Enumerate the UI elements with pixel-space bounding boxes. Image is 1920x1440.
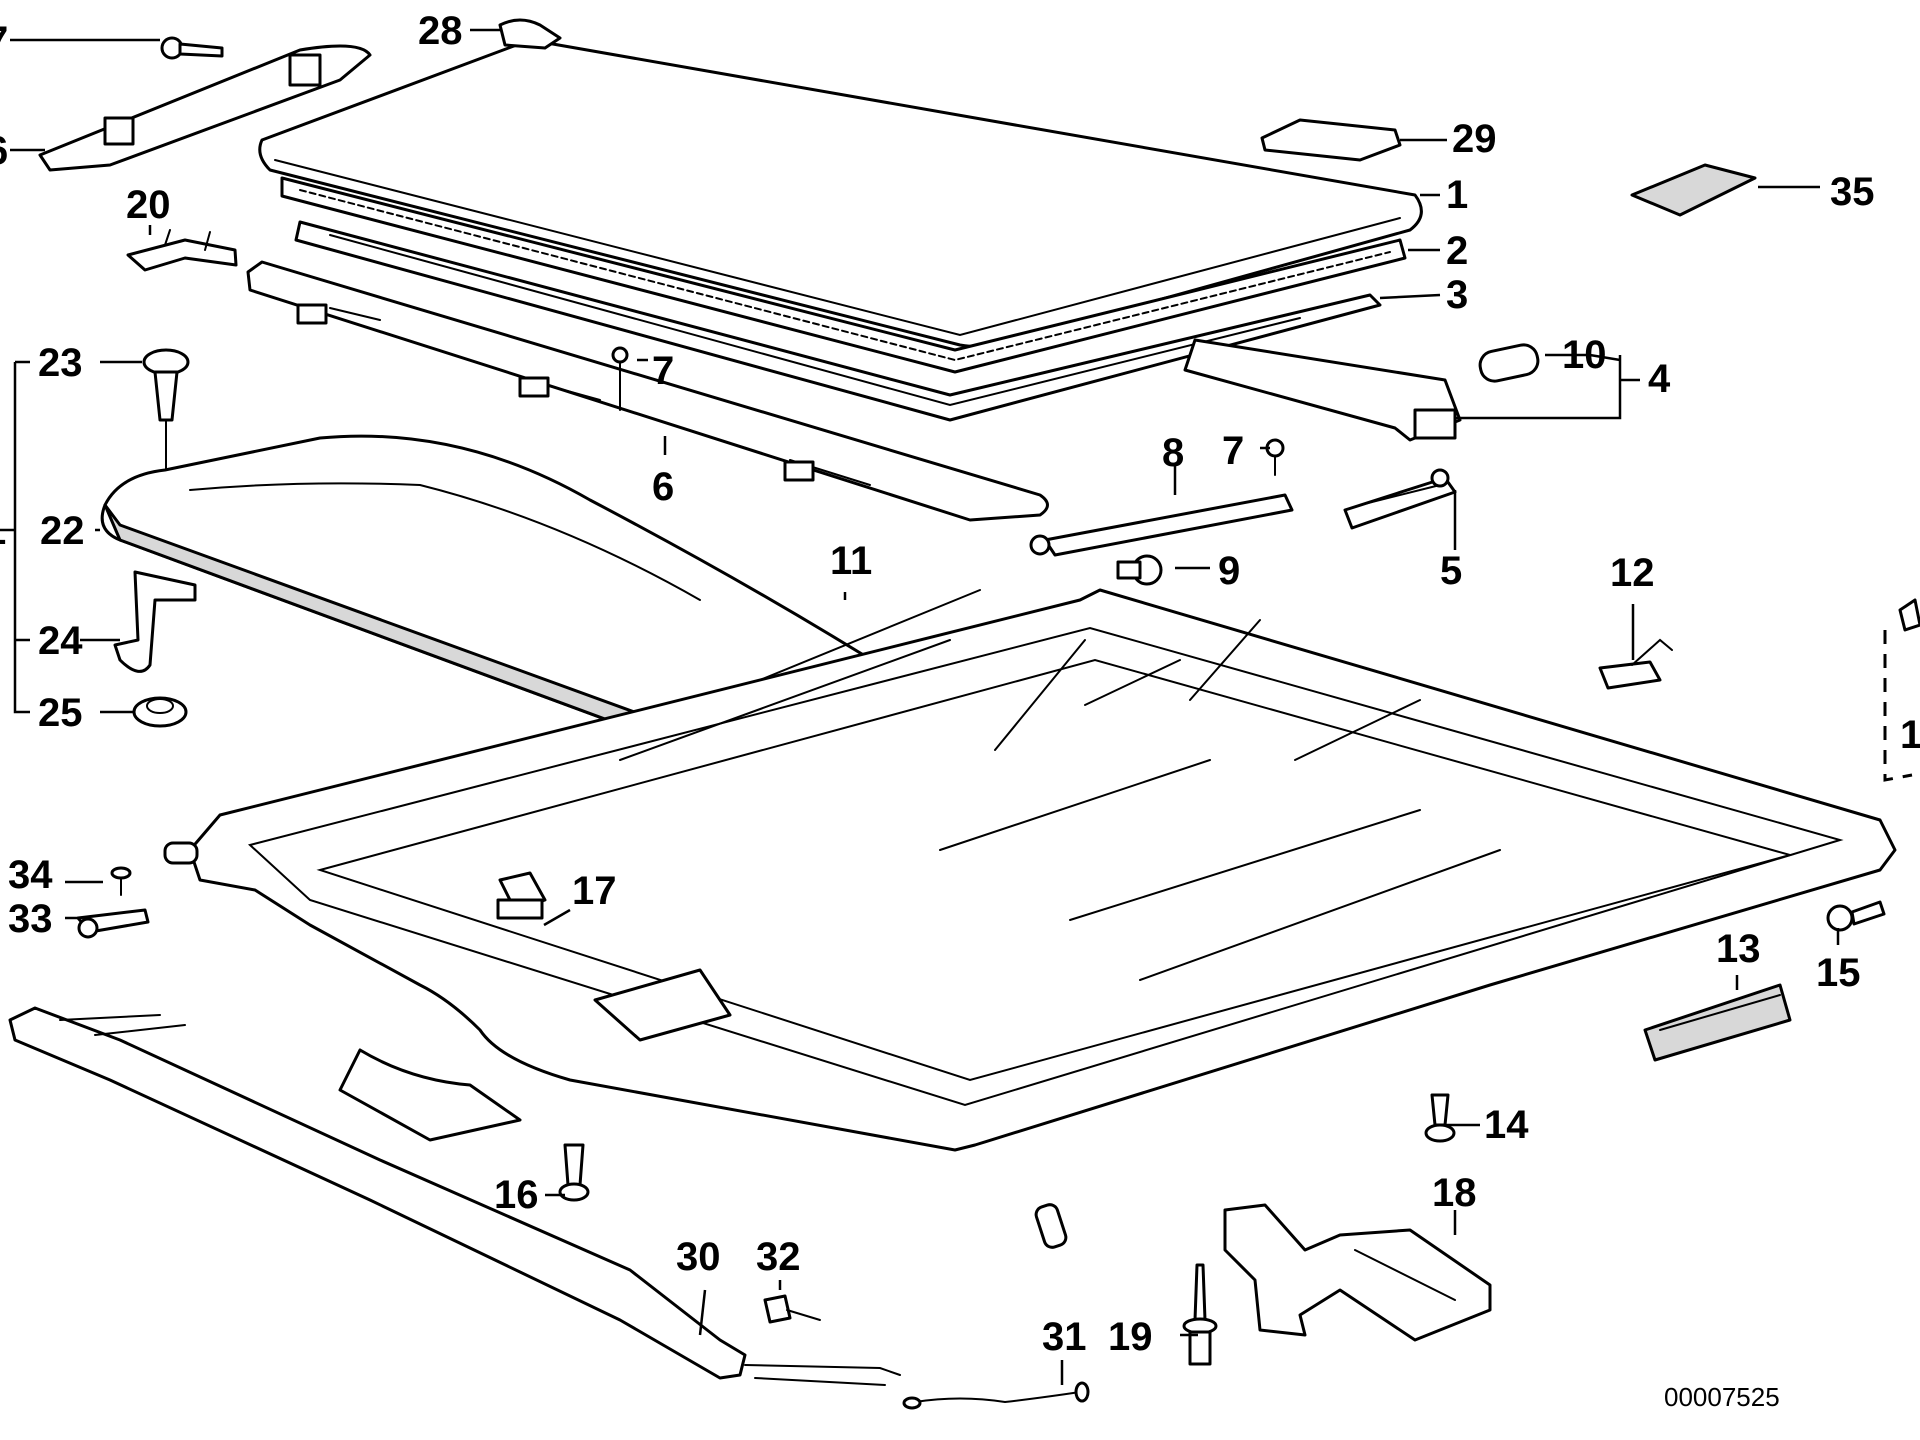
callout-29: 29 — [1452, 117, 1497, 161]
callout-16: 16 — [494, 1173, 539, 1217]
part-33-clip[interactable] — [76, 908, 150, 939]
callout-15: 15 — [1816, 951, 1861, 995]
callout-8: 8 — [1162, 431, 1184, 475]
callout-26-partial: 6 — [0, 129, 8, 173]
callout-19: 19 — [1108, 1315, 1153, 1359]
part-34-screw[interactable] — [110, 866, 132, 896]
part-13-drain-seal[interactable] — [1643, 983, 1792, 1062]
callout-9: 9 — [1218, 549, 1240, 593]
callout-6: 6 — [652, 465, 674, 509]
part-9-bolt[interactable] — [1116, 554, 1163, 586]
part-edge-right-partial — [1883, 598, 1920, 782]
callout-32: 32 — [756, 1235, 801, 1279]
callout-17: 17 — [572, 869, 617, 913]
callout-14: 14 — [1484, 1103, 1529, 1147]
callout-20: 20 — [126, 183, 171, 227]
part-2-panel-seal[interactable] — [280, 176, 1407, 374]
part-12-clip[interactable] — [1598, 638, 1673, 690]
part-1-sunroof-panel[interactable] — [258, 38, 1423, 349]
callout-24: 24 — [38, 619, 83, 663]
part-5-guide-slide[interactable] — [1343, 468, 1457, 530]
part-28-clip-nut[interactable] — [498, 18, 562, 50]
callout-4: 4 — [1648, 357, 1671, 401]
callout-labels: 7 6 28 29 35 1 2 3 10 4 20 23 7 6 8 7 5 … — [0, 9, 1920, 1359]
part-25-nut[interactable] — [132, 696, 188, 728]
callout-30: 30 — [676, 1235, 721, 1279]
callout-7b: 7 — [1222, 429, 1244, 473]
part-24-bracket[interactable] — [113, 570, 197, 673]
callout-25: 25 — [38, 691, 83, 735]
part-14-screw[interactable] — [1424, 1093, 1456, 1143]
part-20-clip[interactable] — [126, 229, 238, 272]
part-6-guide-rail[interactable] — [246, 260, 1049, 522]
callout-5: 5 — [1440, 549, 1462, 593]
callout-31: 31 — [1042, 1315, 1087, 1359]
part-4-guide-bracket[interactable] — [1183, 338, 1462, 442]
callout-1: 1 — [1446, 173, 1468, 217]
part-10-slider-block[interactable] — [1478, 342, 1541, 383]
part-15-bolt[interactable] — [1826, 900, 1886, 932]
reference-number: 00007525 — [1664, 1382, 1780, 1412]
callout-28: 28 — [418, 9, 463, 53]
part-17-clip[interactable] — [496, 871, 547, 920]
callout-1-partial: 1 — [0, 509, 6, 553]
part-11-sunroof-frame[interactable] — [163, 588, 1897, 1249]
part-31-cable-tie[interactable] — [902, 1381, 1090, 1410]
part-30-drain-channel[interactable] — [8, 1006, 901, 1386]
callout-23: 23 — [38, 341, 83, 385]
part-16-screw[interactable] — [558, 1143, 590, 1202]
callout-3: 3 — [1446, 273, 1468, 317]
callout-35: 35 — [1830, 170, 1875, 214]
part-18-rear-bracket[interactable] — [1223, 1203, 1492, 1342]
callout-34: 34 — [8, 853, 53, 897]
part-3-panel-frame[interactable] — [294, 220, 1382, 422]
part-26-guide-bracket[interactable] — [38, 44, 372, 172]
callout-2: 2 — [1446, 229, 1468, 273]
part-7-screw-b[interactable] — [1265, 438, 1285, 476]
part-29-bracket[interactable] — [1260, 118, 1402, 162]
callout-33: 33 — [8, 897, 53, 941]
part-32-clip[interactable] — [763, 1294, 821, 1324]
callout-1-right-partial: 1 — [1900, 713, 1920, 757]
part-8-lever[interactable] — [1029, 493, 1294, 557]
part-19-pin[interactable] — [1182, 1263, 1218, 1366]
callout-11: 11 — [830, 539, 872, 583]
callout-13: 13 — [1716, 927, 1761, 971]
callout-27-partial: 7 — [0, 19, 8, 63]
part-7-screw-a[interactable] — [611, 346, 629, 411]
part-27-screw[interactable] — [160, 36, 224, 60]
callout-22: 22 — [40, 509, 85, 553]
callout-7a: 7 — [652, 349, 674, 393]
part-23-screw[interactable] — [142, 348, 190, 471]
callout-18: 18 — [1432, 1171, 1477, 1215]
callout-10: 10 — [1562, 333, 1607, 377]
leader-lines — [0, 28, 1840, 1385]
part-35-pad[interactable] — [1630, 163, 1757, 217]
callout-12: 12 — [1610, 551, 1655, 595]
